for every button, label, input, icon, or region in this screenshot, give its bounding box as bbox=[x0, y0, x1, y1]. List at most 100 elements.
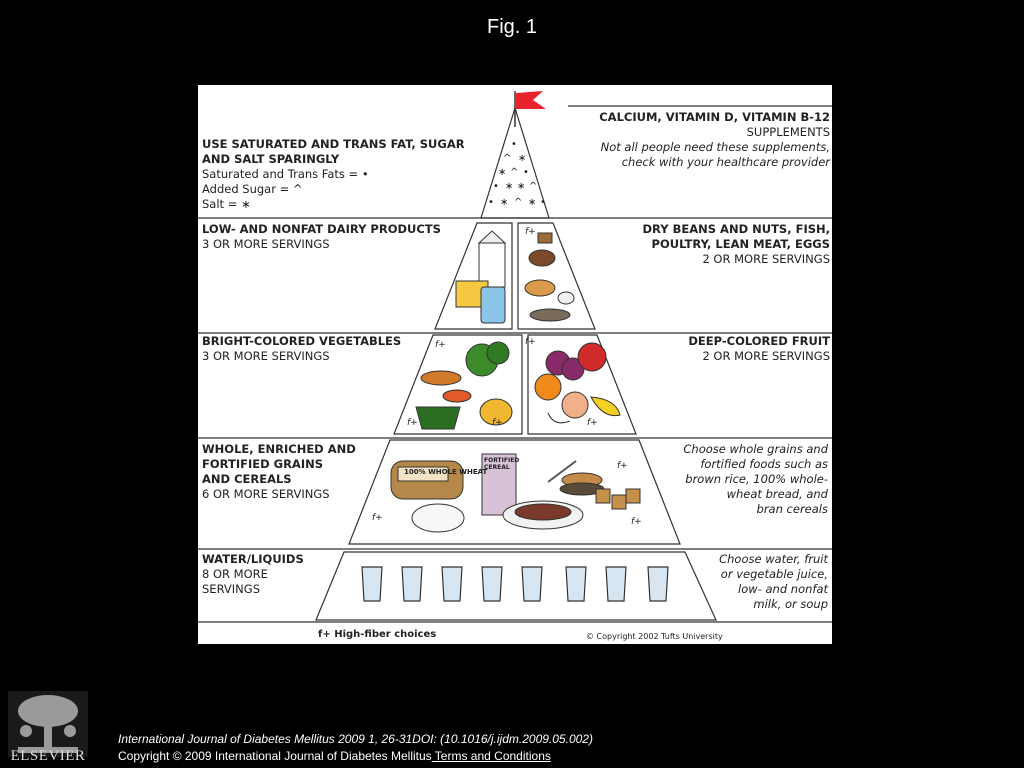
glass-icon bbox=[361, 566, 383, 602]
fat-sugar-salt-symbols: • ^∗ ∗^• •∗∗^ •∗^∗• bbox=[488, 139, 546, 208]
grains-label: WHOLE, ENRICHED AND FORTIFIED GRAINS AND… bbox=[202, 442, 356, 502]
svg-text:^: ^ bbox=[510, 167, 518, 178]
vegetables-servings: 3 OR MORE SERVINGS bbox=[202, 349, 330, 363]
dairy-label: LOW- AND NONFAT DAIRY PRODUCTS 3 OR MORE… bbox=[202, 222, 441, 252]
pyramid-drawing: • ^∗ ∗^• •∗∗^ •∗^∗• bbox=[198, 91, 832, 623]
legend-salt: Salt = ∗ bbox=[202, 197, 251, 211]
supplements-note-2: check with your healthcare provider bbox=[621, 155, 830, 169]
fiber-mark: f+ bbox=[617, 461, 628, 471]
fruit-servings: 2 OR MORE SERVINGS bbox=[702, 349, 830, 363]
tier-grain-block bbox=[348, 439, 681, 545]
supplements-sub: SUPPLEMENTS bbox=[746, 125, 830, 139]
water-note: Choose water, fruit or vegetable juice, … bbox=[719, 552, 828, 612]
water-label: WATER/LIQUIDS 8 OR MORE SERVINGS bbox=[202, 552, 304, 597]
fruit-label: DEEP-COLORED FRUIT 2 OR MORE SERVINGS bbox=[688, 334, 830, 364]
fiber-mark: f+ bbox=[525, 337, 536, 347]
tier-top-triangle bbox=[480, 105, 550, 219]
vegetables-label: BRIGHT-COLORED VEGETABLES 3 OR MORE SERV… bbox=[202, 334, 401, 364]
fiber-mark: f+ bbox=[631, 517, 642, 527]
protein-illustration bbox=[524, 232, 575, 322]
glass-icon bbox=[481, 566, 503, 602]
legend-sugar: Added Sugar = ^ bbox=[202, 182, 303, 196]
svg-text:•: • bbox=[511, 139, 517, 150]
svg-text:∗: ∗ bbox=[505, 181, 513, 192]
water-note-2: or vegetable juice, bbox=[720, 567, 828, 581]
svg-text:•: • bbox=[488, 197, 494, 208]
sparingly-heading-2: AND SALT SPARINGLY bbox=[202, 152, 340, 166]
fiber-legend: f+ High-fiber choices bbox=[318, 629, 437, 640]
grains-note: Choose whole grains and fortified foods … bbox=[683, 442, 828, 517]
dairy-illustration bbox=[455, 230, 507, 324]
grains-note-1: Choose whole grains and bbox=[683, 442, 828, 456]
protein-heading-1: DRY BEANS AND NUTS, FISH, bbox=[642, 222, 830, 236]
tier-dairy-block bbox=[434, 222, 513, 330]
fiber-mark: f+ bbox=[587, 418, 598, 428]
svg-text:^: ^ bbox=[514, 197, 522, 208]
dairy-heading: LOW- AND NONFAT DAIRY PRODUCTS bbox=[202, 222, 441, 236]
vegetable-illustration bbox=[415, 341, 513, 430]
tier-water-block bbox=[315, 551, 717, 621]
fiber-mark: f+ bbox=[492, 418, 503, 428]
fruit-heading: DEEP-COLORED FRUIT bbox=[688, 334, 830, 348]
fiber-mark: f+ bbox=[372, 513, 383, 523]
pyramid-copyright: © Copyright 2002 Tufts University bbox=[586, 632, 723, 641]
sparingly-label: USE SATURATED AND TRANS FAT, SUGAR AND S… bbox=[202, 137, 465, 212]
sparingly-heading-1: USE SATURATED AND TRANS FAT, SUGAR bbox=[202, 137, 465, 151]
glass-icon bbox=[565, 566, 587, 602]
water-servings-2: SERVINGS bbox=[202, 582, 260, 596]
tier-vegetable-block bbox=[393, 334, 523, 435]
water-note-3: low- and nonfat bbox=[738, 582, 828, 596]
glass-icon bbox=[401, 566, 423, 602]
fruit-illustration bbox=[534, 342, 621, 424]
svg-text:∗: ∗ bbox=[500, 197, 508, 208]
svg-text:^: ^ bbox=[529, 181, 537, 192]
grains-note-4: wheat bread, and bbox=[726, 487, 828, 501]
food-pyramid-figure: • ^∗ ∗^• •∗∗^ •∗^∗• bbox=[198, 85, 832, 644]
glass-icon bbox=[441, 566, 463, 602]
water-note-4: milk, or soup bbox=[753, 597, 828, 611]
grains-heading-2: FORTIFIED GRAINS bbox=[202, 457, 324, 471]
terms-link[interactable]: Terms and Conditions bbox=[431, 749, 551, 763]
svg-text:∗: ∗ bbox=[498, 167, 506, 178]
fiber-mark: f+ bbox=[525, 227, 536, 237]
grains-heading-3: AND CEREALS bbox=[202, 472, 292, 486]
svg-text:•: • bbox=[523, 167, 529, 178]
water-glasses bbox=[361, 566, 669, 602]
svg-text:•: • bbox=[493, 181, 499, 192]
svg-text:∗: ∗ bbox=[528, 197, 536, 208]
grains-servings: 6 OR MORE SERVINGS bbox=[202, 487, 330, 501]
svg-text:∗: ∗ bbox=[518, 153, 526, 164]
footer: International Journal of Diabetes Mellit… bbox=[118, 731, 593, 765]
water-servings-1: 8 OR MORE bbox=[202, 567, 268, 581]
grains-note-5: bran cereals bbox=[756, 502, 828, 516]
copyright-text: Copyright © 2009 International Journal o… bbox=[118, 749, 432, 763]
water-note-1: Choose water, fruit bbox=[719, 552, 828, 566]
fiber-mark: f+ bbox=[407, 418, 418, 428]
glass-icon bbox=[605, 566, 627, 602]
glass-icon bbox=[521, 566, 543, 602]
svg-text:^: ^ bbox=[503, 153, 511, 164]
elsevier-wordmark: ELSEVIER bbox=[10, 748, 86, 764]
cereal-box-label: FORTIFIED CEREAL bbox=[484, 457, 520, 471]
svg-text:•: • bbox=[540, 197, 546, 208]
tier-protein-block bbox=[517, 222, 596, 330]
protein-heading-2: POULTRY, LEAN MEAT, EGGS bbox=[651, 237, 830, 251]
bread-bag-label: 100% WHOLE WHEAT bbox=[404, 468, 488, 476]
grains-note-3: brown rice, 100% whole- bbox=[685, 472, 828, 486]
glass-icon bbox=[647, 566, 669, 602]
protein-label: DRY BEANS AND NUTS, FISH, POULTRY, LEAN … bbox=[643, 222, 830, 267]
grains-note-2: fortified foods such as bbox=[700, 457, 828, 471]
grains-illustration bbox=[390, 453, 641, 533]
copyright-line: Copyright © 2009 International Journal o… bbox=[118, 748, 593, 765]
elsevier-tree-logo-icon bbox=[8, 691, 88, 757]
supplements-heading: CALCIUM, VITAMIN D, VITAMIN B-12 bbox=[599, 110, 830, 124]
supplements-label: CALCIUM, VITAMIN D, VITAMIN B-12 SUPPLEM… bbox=[599, 110, 830, 170]
figure-title: Fig. 1 bbox=[486, 16, 538, 38]
tier-fruit-block bbox=[527, 334, 637, 435]
legend-fats: Saturated and Trans Fats = • bbox=[202, 167, 369, 181]
water-heading: WATER/LIQUIDS bbox=[202, 552, 304, 566]
supplements-note-1: Not all people need these supplements, bbox=[600, 140, 830, 154]
dairy-servings: 3 OR MORE SERVINGS bbox=[202, 237, 330, 251]
vegetables-heading: BRIGHT-COLORED VEGETABLES bbox=[202, 334, 402, 348]
grains-heading-1: WHOLE, ENRICHED AND bbox=[202, 442, 356, 456]
